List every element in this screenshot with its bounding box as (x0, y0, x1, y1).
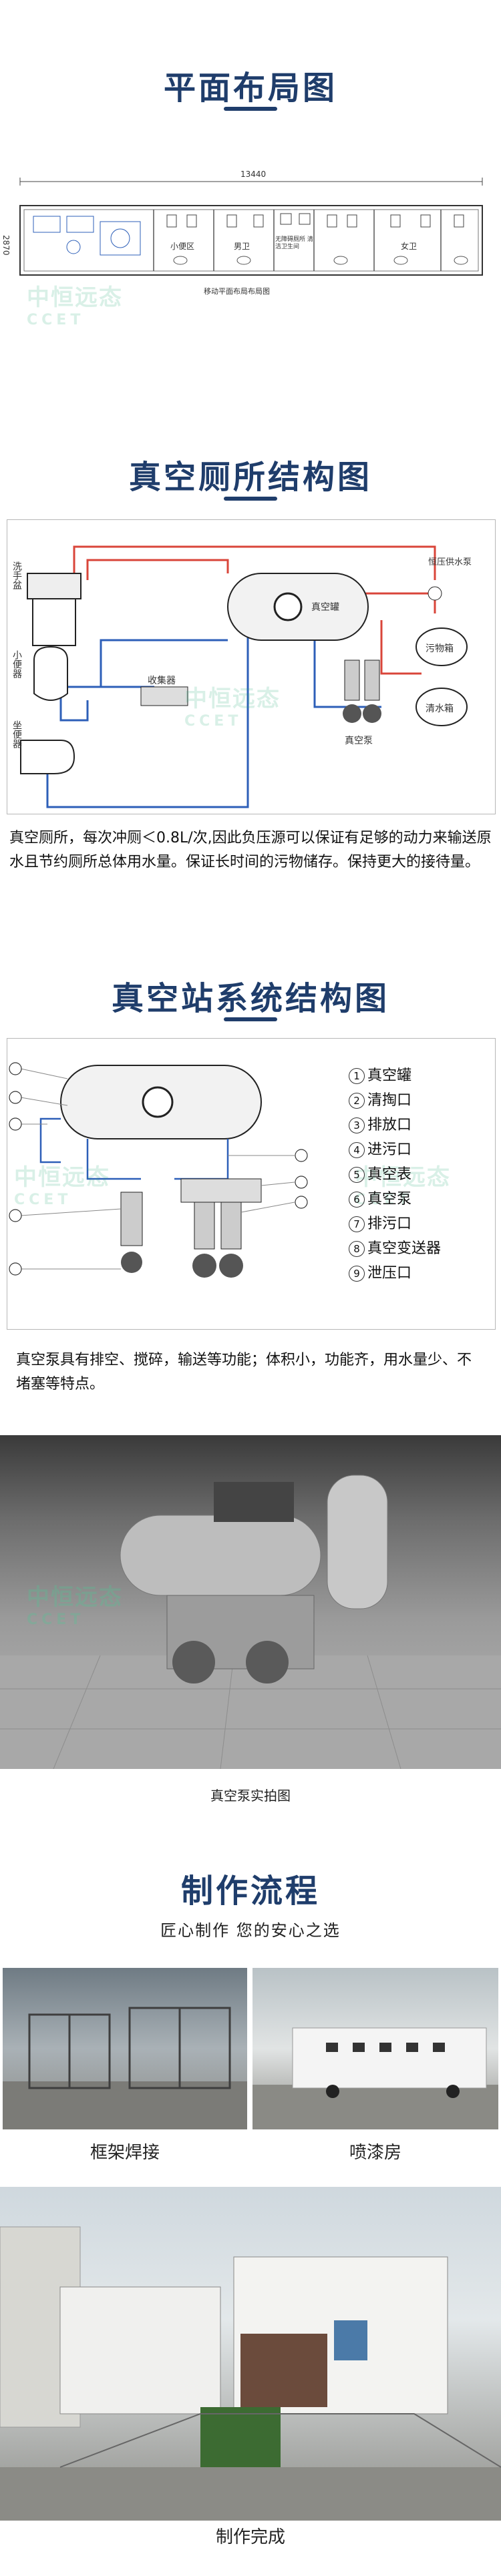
vacuum-toilet-schematic (20, 545, 468, 808)
photo-paint-room (253, 1968, 498, 2129)
label-pump: 恒压供水泵 (428, 557, 472, 567)
label-collector: 收集器 (148, 676, 176, 686)
label-urinal: 小便器 (11, 650, 22, 678)
floor-plan: 13440 2870 小便区 男卫 无障碍厕所 清洁卫生间 女卫 移动平面布局布… (0, 167, 501, 334)
production-subtitle: 匠心制作 您的安心之选 (160, 1921, 341, 1940)
step-completed: 制作完成 (215, 2527, 285, 2547)
section-title-vacuum-station: 真空站系统结构图 (111, 980, 389, 1017)
vacuum-station-description: 真空泵具有排空、搅碎，输送等功能；体积小，功能齐，用水量少、不堵塞等特点。 (16, 1352, 472, 1392)
photo-frame-welding (3, 1968, 247, 2129)
plan-room-2: 男卫 (234, 242, 251, 251)
title-underline (224, 1017, 277, 1021)
section-title-floor-plan: 平面布局图 (163, 69, 337, 107)
label-vacuum-tank: 真空罐 (311, 602, 339, 613)
vacuum-station-schematic (9, 1062, 308, 1278)
plan-room-3: 无障碍厕所 清洁卫生间 (275, 236, 313, 250)
plan-room-4: 女卫 (401, 242, 418, 251)
section-title-production: 制作流程 (180, 1872, 320, 1910)
plan-dim-height: 2870 (1, 235, 11, 256)
label-toilet: 坐便器 (11, 720, 22, 748)
vacuum-toilet-description: 真空厕所，每次冲厕＜0.8L/次,因此负压源可以保证有足够的动力来输送原水且节约… (9, 830, 492, 870)
title-underline (224, 497, 277, 501)
photo-completed (0, 2187, 501, 2521)
step-paint-room: 喷漆房 (349, 2143, 401, 2163)
label-hand-basin: 洗手盆 (11, 561, 22, 589)
plan-dim-width: 13440 (240, 170, 267, 179)
plan-caption: 移动平面布局布局图 (204, 287, 270, 296)
floor-plan-drawing (19, 178, 483, 276)
label-clean-water: 清水箱 (426, 704, 454, 714)
step-frame-welding: 框架焊接 (90, 2143, 160, 2163)
vacuum-pump-photo-caption: 真空泵实拍图 (210, 1788, 291, 1804)
label-vacuum-pump: 真空泵 (345, 736, 373, 746)
vacuum-toilet-diagram: 洗手盆 小便器 坐便器 收集器 真空罐 恒压供水泵 污物箱 清水箱 真空泵 中恒… (7, 519, 496, 814)
section-title-vacuum-toilet: 真空厕所结构图 (128, 459, 372, 496)
label-sewage: 污物箱 (426, 643, 454, 654)
plan-room-1: 小便区 (170, 242, 195, 251)
title-underline (224, 107, 277, 111)
